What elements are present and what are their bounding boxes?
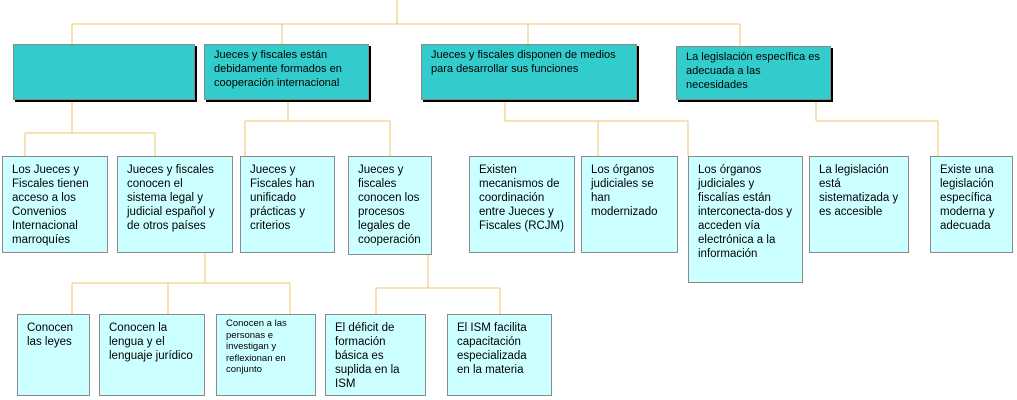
result-box: Los Jueces y Fiscales tienen acceso a lo… xyxy=(2,156,108,253)
activity-label: El déficit de formación básica es suplid… xyxy=(335,322,400,390)
result-label: Los órganos judiciales y fiscalías están… xyxy=(698,164,792,260)
objective-box-legislation: La legislación específica es adecuada a … xyxy=(676,46,831,100)
result-box: Los órganos judiciales y fiscalías están… xyxy=(688,156,803,283)
activity-box: El ISM facilita capacitación especializa… xyxy=(447,314,552,396)
objective-label: Jueces y fiscales disponen de medios par… xyxy=(431,49,616,75)
activity-label: Conocen a las personas e investigan y re… xyxy=(226,318,287,375)
activity-label: Conocen las leyes xyxy=(27,322,74,348)
objective-box-empty xyxy=(13,44,195,100)
result-box: Existe una legislación específica modern… xyxy=(930,156,1013,253)
result-label: Jueces y fiscales conocen los procesos l… xyxy=(358,164,421,246)
result-box: Jueces y Fiscales han unificado práctica… xyxy=(240,156,335,253)
activity-box: Conocen a las personas e investigan y re… xyxy=(216,314,316,396)
result-box: Jueces y fiscales conocen los procesos l… xyxy=(348,156,432,255)
objective-label: La legislación específica es adecuada a … xyxy=(686,51,820,91)
result-label: La legislación está sistematizada y es a… xyxy=(819,164,899,218)
result-label: Los órganos judiciales se han modernizad… xyxy=(591,164,658,218)
activity-label: El ISM facilita capacitación especializa… xyxy=(457,322,527,376)
result-box: Jueces y fiscales conocen el sistema leg… xyxy=(117,156,233,253)
result-box: Los órganos judiciales se han modernizad… xyxy=(581,156,678,253)
result-box: Existen mecanismos de coordinación entre… xyxy=(469,156,575,253)
result-label: Existe una legislación específica modern… xyxy=(940,164,995,232)
activity-box: Conocen las leyes xyxy=(17,314,90,396)
activity-box: Conocen la lengua y el lenguaje jurídico xyxy=(99,314,205,396)
result-label: Jueces y fiscales conocen el sistema leg… xyxy=(127,164,215,232)
objective-box-means: Jueces y fiscales disponen de medios par… xyxy=(421,44,637,100)
result-label: Los Jueces y Fiscales tienen acceso a lo… xyxy=(12,164,89,246)
result-label: Jueces y Fiscales han unificado práctica… xyxy=(250,164,315,232)
objective-box-formation: Jueces y fiscales están debidamente form… xyxy=(204,44,369,100)
result-box: La legislación está sistematizada y es a… xyxy=(809,156,909,253)
activity-label: Conocen la lengua y el lenguaje jurídico xyxy=(109,322,193,362)
activity-box: El déficit de formación básica es suplid… xyxy=(325,314,426,396)
result-label: Existen mecanismos de coordinación entre… xyxy=(479,164,564,232)
objective-label: Jueces y fiscales están debidamente form… xyxy=(214,49,342,89)
